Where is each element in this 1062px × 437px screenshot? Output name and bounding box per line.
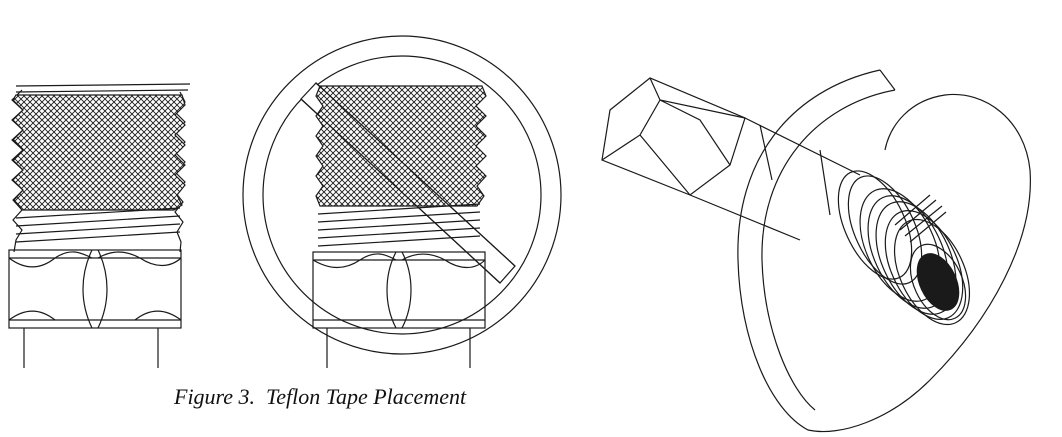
hex-nut-middle [312,251,486,329]
pipe-stub-middle [326,328,471,368]
pipe-stub-left [23,328,159,368]
tape-loop [737,69,1031,433]
fitting-bore [916,253,960,311]
incorrect-placement-fitting [242,35,562,368]
prohibition-circle-inner [262,55,542,335]
tape-strands [894,194,947,243]
tape-wrap-incorrect [315,85,487,207]
tape-wrap-correct [12,94,186,211]
hex-nut-left [8,249,182,329]
correct-placement-fitting [8,83,191,368]
wrapping-view-fitting [601,69,1031,433]
figure-caption: Figure 3. Teflon Tape Placement [174,384,467,409]
prohibition-circle-outer [242,35,562,355]
hex-body-right [601,77,746,196]
